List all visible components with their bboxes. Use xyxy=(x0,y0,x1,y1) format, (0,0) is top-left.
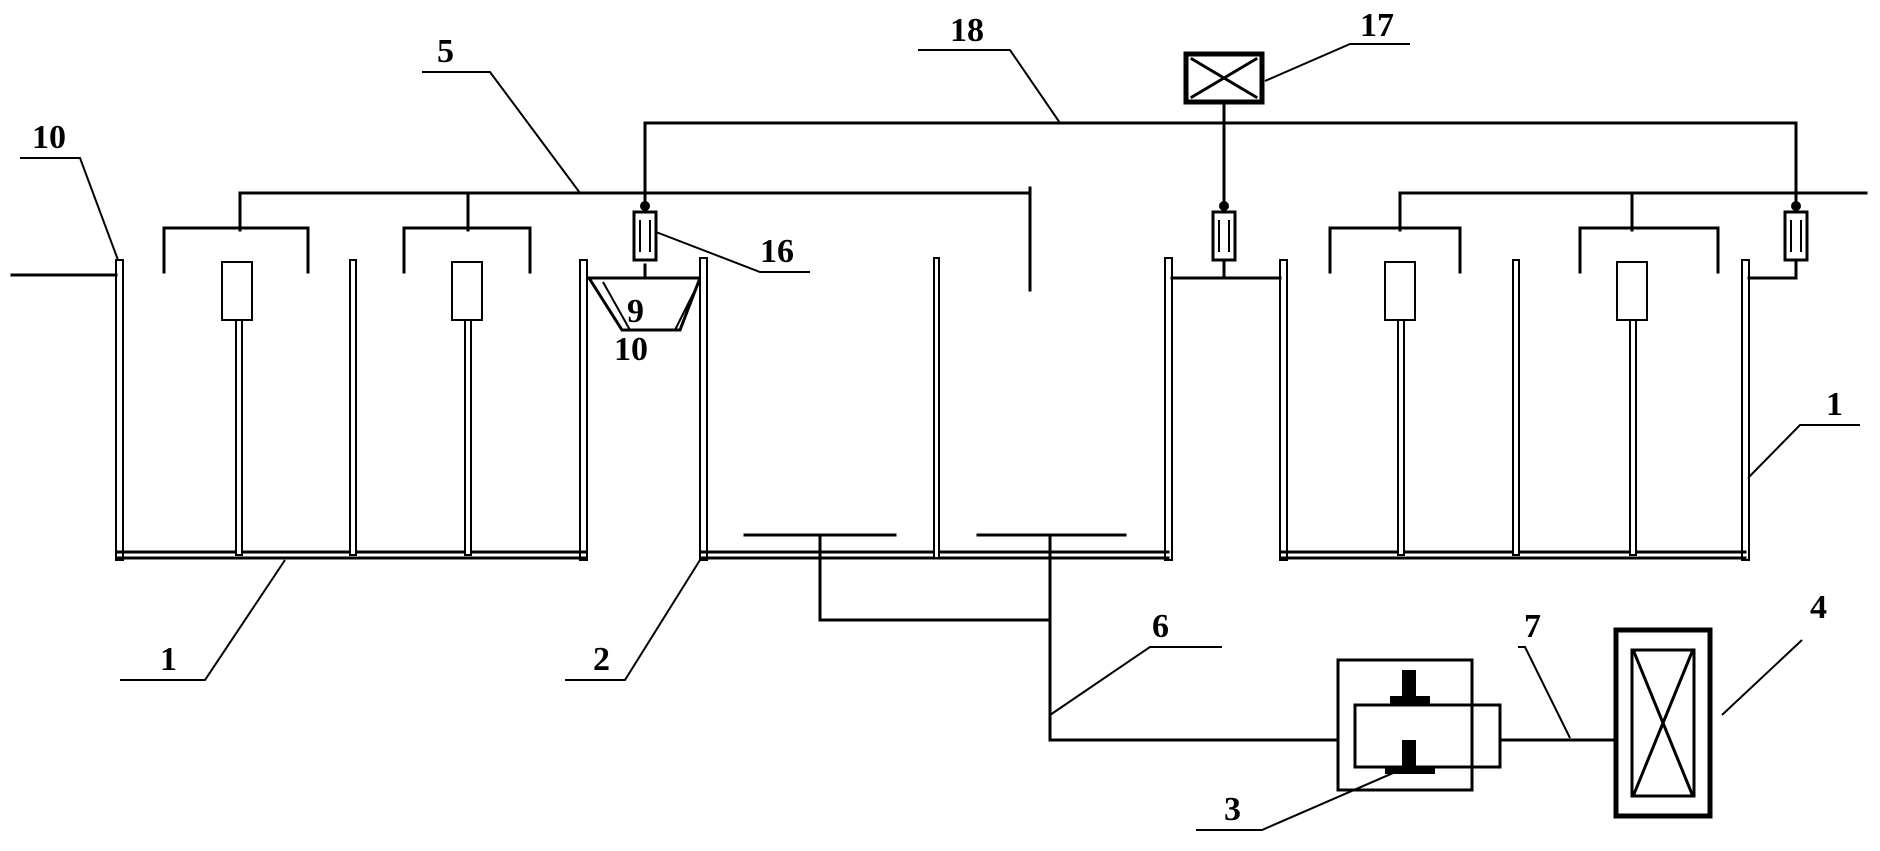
top-pipe xyxy=(238,191,1868,232)
outlet-box xyxy=(1613,627,1713,819)
label-top-box: 17 xyxy=(1360,7,1394,44)
flow-meter-left xyxy=(632,201,658,262)
flow-meter-middle xyxy=(1170,201,1282,280)
gas-line xyxy=(643,104,1798,212)
label-outlet-box: 4 xyxy=(1810,589,1827,626)
flow-meter-right xyxy=(1747,201,1809,280)
label-tank-left: 1 xyxy=(160,641,177,678)
labels: 10 5 18 17 16 9 10 1 1 2 6 7 4 3 xyxy=(32,7,1843,828)
label-funnel: 9 xyxy=(627,293,644,330)
label-suction-pipe: 6 xyxy=(1152,608,1169,645)
pump-unit xyxy=(1336,658,1502,792)
label-weir-left: 10 xyxy=(32,119,66,156)
suction-pipe xyxy=(818,533,1342,742)
label-middle-tank: 2 xyxy=(593,641,610,678)
label-outlet-pipe: 7 xyxy=(1524,608,1541,645)
label-weir-funnel: 10 xyxy=(614,331,648,368)
right-tank xyxy=(1279,191,1750,561)
label-flow-meter: 16 xyxy=(760,233,794,270)
left-tank xyxy=(10,191,588,561)
label-tank-right: 1 xyxy=(1826,386,1843,423)
label-top-pipe: 5 xyxy=(437,33,454,70)
funnel-weir xyxy=(586,263,703,332)
top-box xyxy=(1183,51,1265,105)
leader-lines xyxy=(20,43,1860,831)
label-pump-unit: 3 xyxy=(1224,791,1241,828)
label-gas-line: 18 xyxy=(950,12,984,49)
